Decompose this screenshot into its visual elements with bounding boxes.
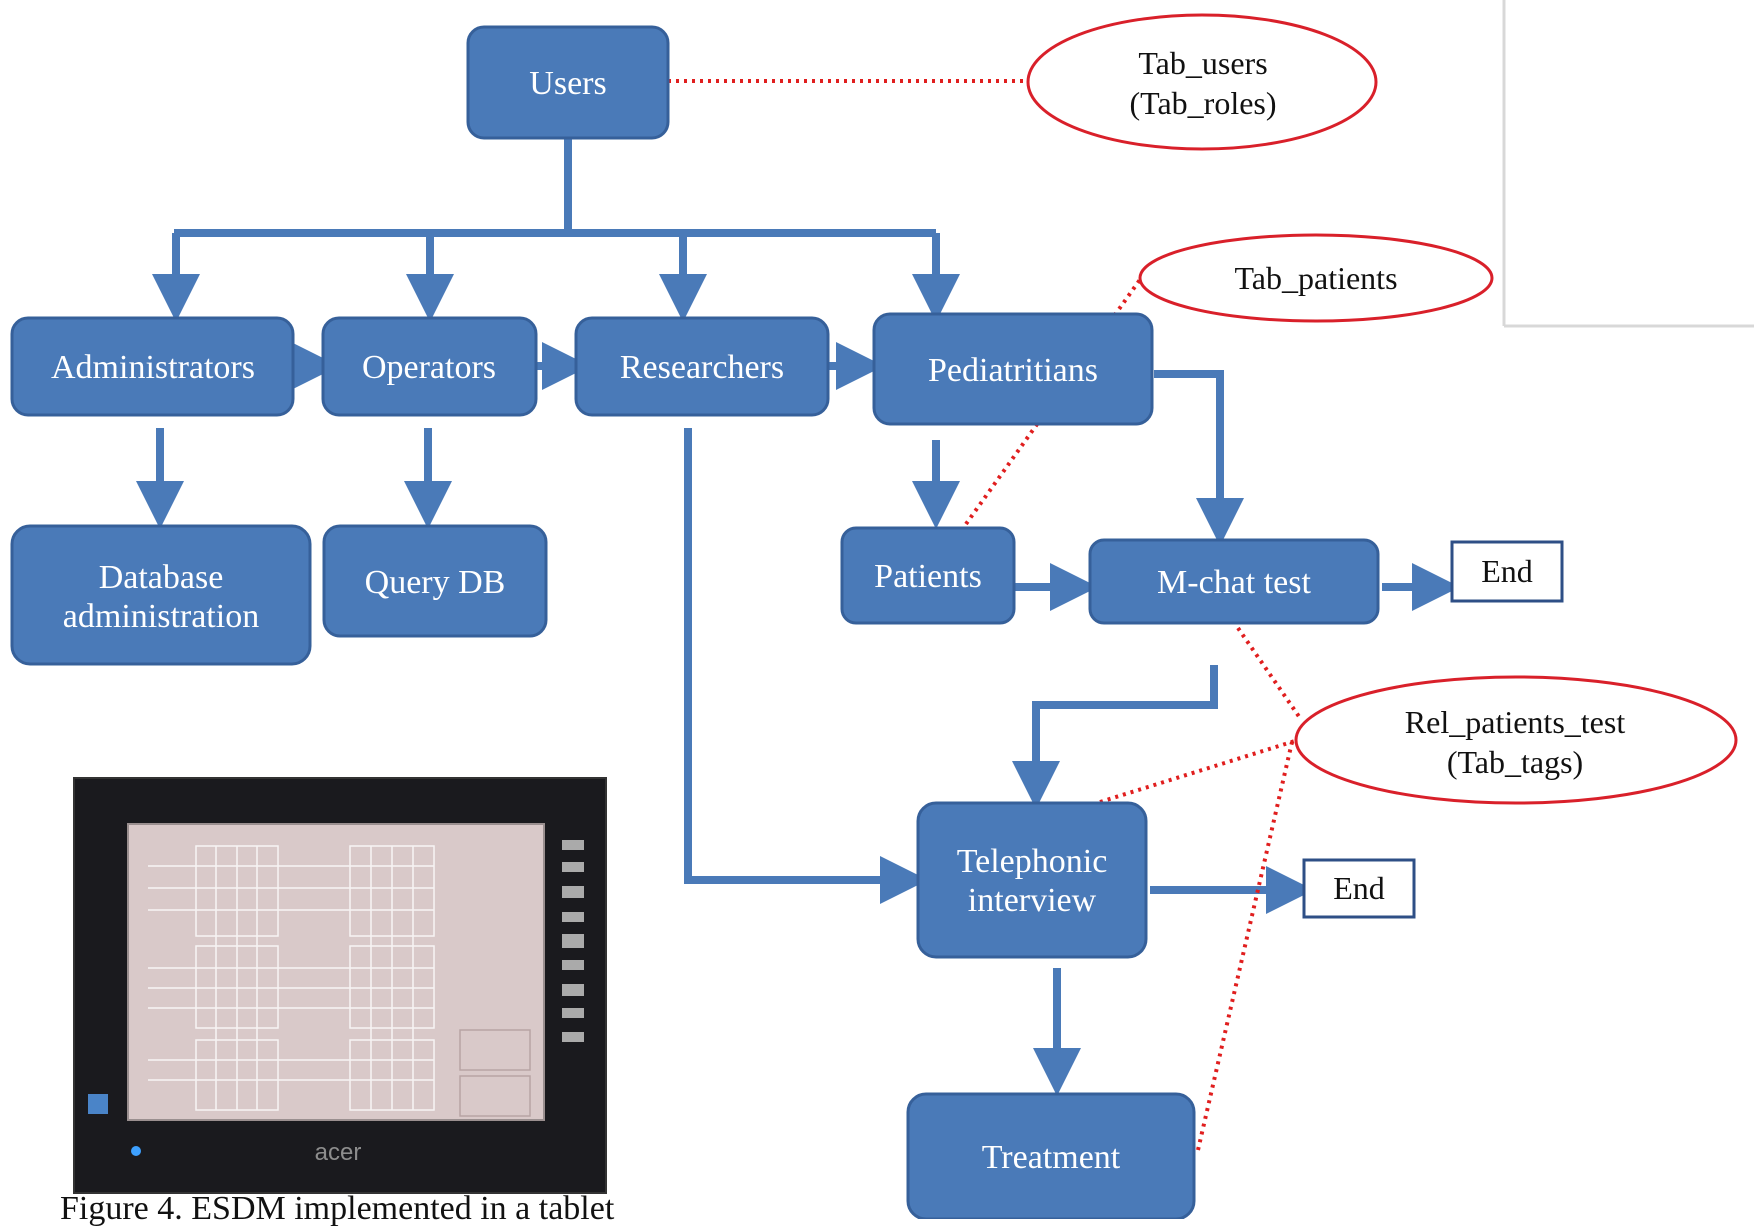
tablet-photo: acer bbox=[73, 777, 607, 1194]
arrow-pediatritians-mchat bbox=[1154, 370, 1244, 546]
box-query-db-label: Query DB bbox=[365, 564, 506, 601]
box-database-administration: Database administration bbox=[10, 524, 312, 666]
oval-tab-users: Tab_users (Tab_roles) bbox=[1026, 13, 1378, 151]
box-treatment-label: Treatment bbox=[982, 1139, 1121, 1176]
tablet-screen-grid bbox=[148, 845, 435, 1111]
tablet-led bbox=[131, 1146, 141, 1156]
arrow-mchat-telephonic bbox=[1012, 665, 1218, 809]
box-telephonic-line2: interview bbox=[968, 882, 1097, 919]
arrow-researchers-telephonic bbox=[684, 428, 928, 904]
box-database-line1: Database bbox=[99, 559, 224, 596]
box-pediatritians: Pediatritians bbox=[872, 312, 1154, 426]
end-box-1-label: End bbox=[1481, 553, 1533, 589]
oval-rel-line1: Rel_patients_test bbox=[1405, 704, 1626, 740]
box-treatment: Treatment bbox=[906, 1092, 1196, 1219]
box-operators: Operators bbox=[321, 316, 538, 417]
oval-tab-users-line1: Tab_users bbox=[1138, 45, 1267, 81]
box-researchers-label: Researchers bbox=[620, 349, 784, 386]
oval-rel-patients-test: Rel_patients_test (Tab_tags) bbox=[1294, 675, 1738, 805]
box-telephonic-line1: Telephonic bbox=[957, 843, 1108, 880]
tablet-side-icons bbox=[562, 840, 584, 1042]
dotted-mchat-rel bbox=[1236, 626, 1302, 720]
box-patients: Patients bbox=[840, 526, 1016, 625]
end-box-2: End bbox=[1302, 858, 1416, 919]
oval-tab-patients: Tab_patients bbox=[1138, 233, 1494, 323]
box-patients-label: Patients bbox=[874, 558, 982, 595]
tablet-brand: acer bbox=[315, 1139, 362, 1166]
box-administrators: Administrators bbox=[10, 316, 295, 417]
end-box-2-label: End bbox=[1333, 870, 1385, 906]
dotted-treatment-rel bbox=[1196, 741, 1294, 1151]
box-mchat-label: M-chat test bbox=[1157, 564, 1311, 601]
box-researchers: Researchers bbox=[574, 316, 830, 417]
dotted-telephonic-rel bbox=[1099, 738, 1299, 804]
box-pediatritians-label: Pediatritians bbox=[928, 352, 1098, 389]
side-panel bbox=[1502, 0, 1754, 328]
box-users-label: Users bbox=[529, 65, 606, 102]
box-users: Users bbox=[466, 25, 670, 140]
oval-tab-users-line2: (Tab_roles) bbox=[1129, 85, 1276, 121]
box-administrators-label: Administrators bbox=[51, 349, 255, 386]
box-telephonic-interview: Telephonic interview bbox=[916, 801, 1148, 959]
oval-tab-patients-label: Tab_patients bbox=[1234, 260, 1397, 296]
box-operators-label: Operators bbox=[362, 349, 496, 386]
oval-rel-line2: (Tab_tags) bbox=[1447, 744, 1583, 780]
box-database-line2: administration bbox=[63, 598, 259, 635]
box-query-db: Query DB bbox=[322, 524, 548, 638]
connectors bbox=[136, 138, 1460, 1096]
figure-caption: Figure 4. ESDM implemented in a tablet bbox=[60, 1190, 615, 1227]
box-mchat-test: M-chat test bbox=[1088, 538, 1380, 625]
end-box-1: End bbox=[1450, 540, 1564, 603]
windows-start-icon bbox=[88, 1094, 108, 1114]
